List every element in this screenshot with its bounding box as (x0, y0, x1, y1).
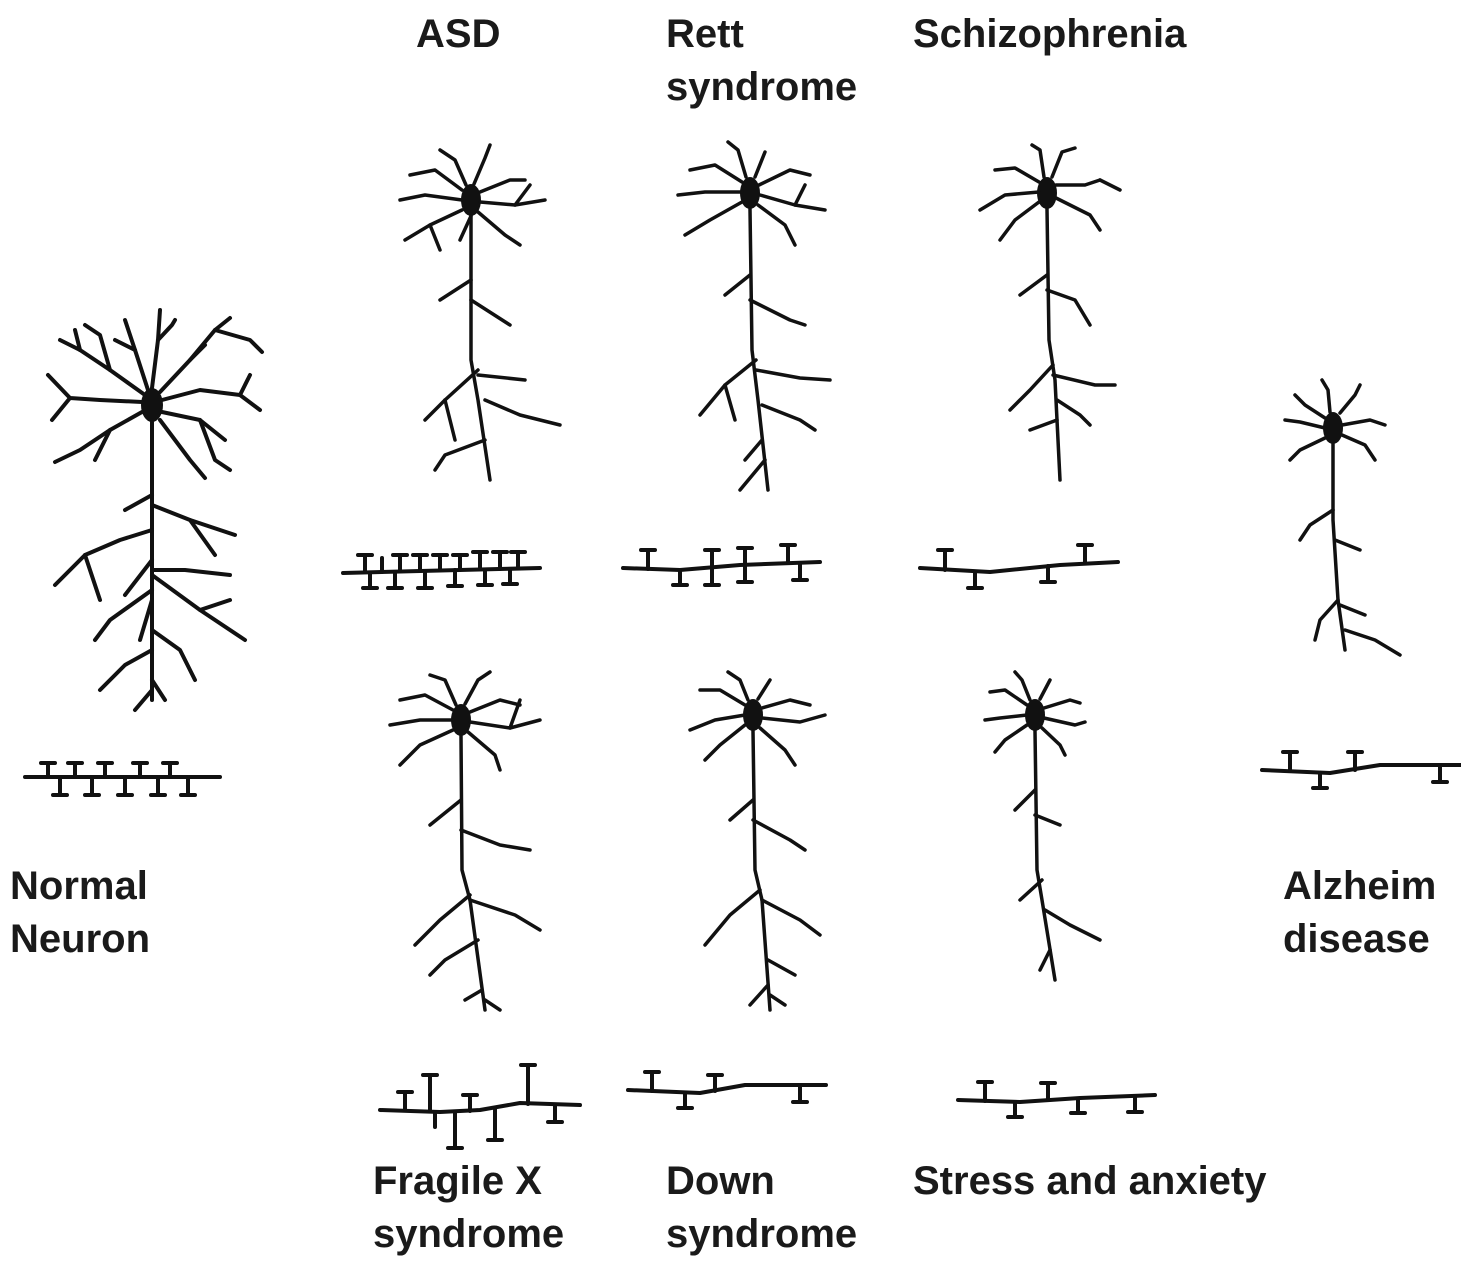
schizophrenia-neuron (980, 145, 1120, 480)
fragile-x-spines (380, 1065, 580, 1148)
asd-spines (343, 552, 540, 588)
alzheimer-spines (1262, 752, 1461, 788)
normal-neuron (48, 310, 262, 710)
stress-spines (958, 1082, 1155, 1117)
rett-neuron (678, 142, 830, 490)
schizophrenia-spines (920, 545, 1118, 588)
asd-neuron (400, 145, 560, 480)
rett-spines (623, 545, 820, 585)
normal-spines (25, 763, 220, 795)
down-syndrome-spines (628, 1072, 826, 1108)
fragile-x-neuron (390, 672, 540, 1010)
alzheimer-neuron (1285, 380, 1400, 655)
stress-neuron (985, 672, 1100, 980)
down-syndrome-neuron (690, 672, 825, 1010)
